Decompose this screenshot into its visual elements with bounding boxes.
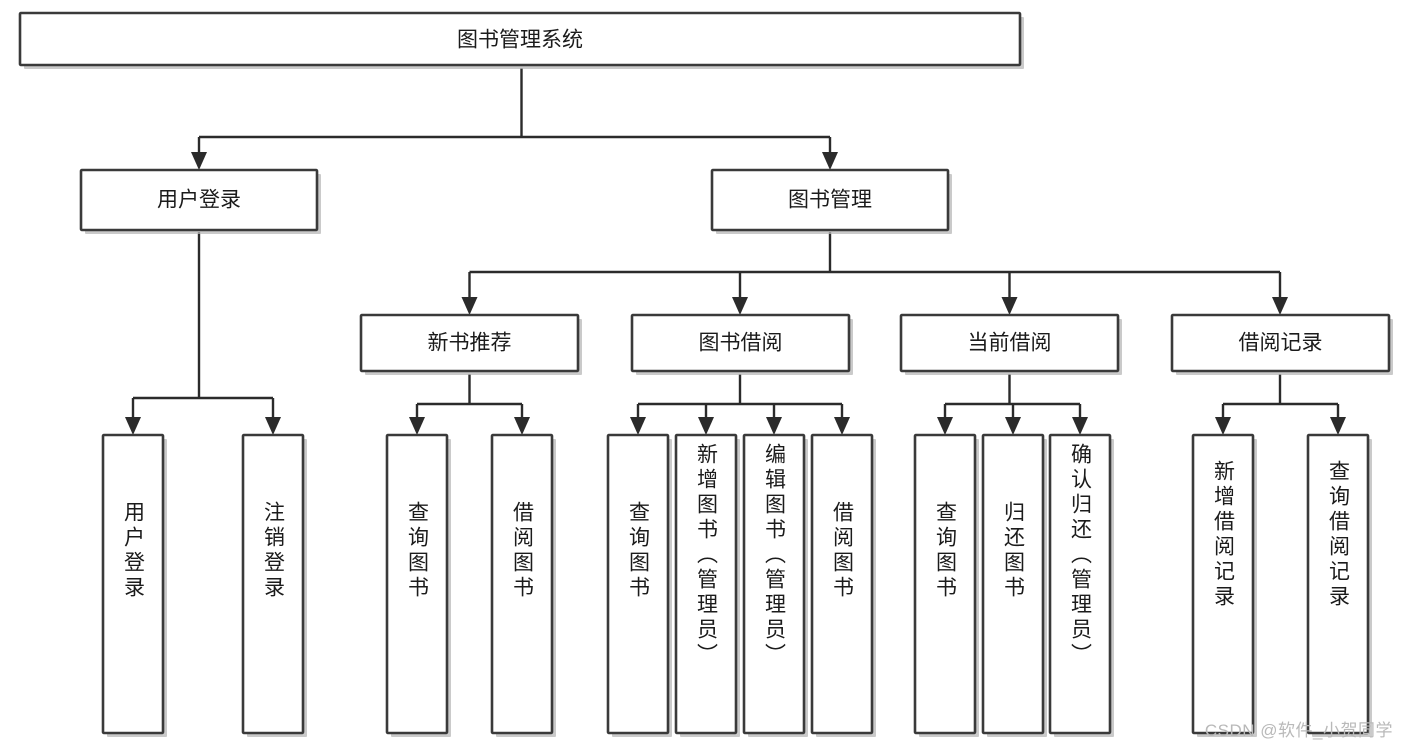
node-leaf6[interactable] <box>674 433 740 737</box>
node-records[interactable]: 借阅记录 <box>1170 313 1393 375</box>
arrowhead-leaf2 <box>265 417 281 435</box>
node-leaf13[interactable] <box>1306 433 1372 737</box>
node-leaf8[interactable] <box>810 433 876 737</box>
node-leaf10[interactable] <box>981 433 1047 737</box>
node-leaf12[interactable] <box>1191 433 1257 737</box>
node-leaf1[interactable] <box>101 433 167 737</box>
arrowhead-leaf9 <box>937 417 953 435</box>
node-leaf5[interactable] <box>606 433 672 737</box>
arrowhead-records <box>1272 297 1288 315</box>
arrowhead-login <box>191 152 207 170</box>
node-current-label: 当前借阅 <box>968 332 1052 355</box>
arrowhead-bookmgmt <box>822 152 838 170</box>
node-leaf7[interactable] <box>742 433 808 737</box>
node-login[interactable]: 用户登录 <box>79 168 321 234</box>
arrowhead-leaf5 <box>630 417 646 435</box>
arrowhead-leaf11 <box>1072 417 1088 435</box>
edges-layer <box>125 68 1346 435</box>
node-borrow[interactable]: 图书借阅 <box>630 313 853 375</box>
arrowhead-leaf8 <box>834 417 850 435</box>
node-newbook[interactable]: 新书推荐 <box>359 313 582 375</box>
arrowhead-newbook <box>461 297 478 315</box>
node-bookmgmt[interactable]: 图书管理 <box>710 168 952 234</box>
arrowhead-leaf13 <box>1330 417 1346 435</box>
node-leaf4[interactable] <box>490 433 556 737</box>
node-leaf9[interactable] <box>913 433 979 737</box>
arrowhead-leaf4 <box>514 417 530 435</box>
node-root-label: 图书管理系统 <box>457 29 583 52</box>
node-bookmgmt-label: 图书管理 <box>788 189 872 212</box>
node-current[interactable]: 当前借阅 <box>899 313 1122 375</box>
node-records-label: 借阅记录 <box>1239 332 1323 355</box>
nodes-layer: 图书管理系统 用户登录 图书管理 新书推荐 <box>18 11 1393 737</box>
arrowhead-leaf1 <box>125 417 141 435</box>
node-leaf11[interactable] <box>1048 433 1114 737</box>
csdn-watermark: CSDN @软件_小贺同学 <box>1204 721 1393 740</box>
node-login-label: 用户登录 <box>157 189 241 212</box>
arrowhead-leaf7 <box>766 417 782 435</box>
arrowhead-leaf10 <box>1005 417 1021 435</box>
node-root[interactable]: 图书管理系统 <box>18 11 1024 69</box>
arrowhead-leaf3 <box>409 417 425 435</box>
arrowhead-leaf12 <box>1215 417 1231 435</box>
node-leaf2[interactable] <box>241 433 307 737</box>
node-newbook-label: 新书推荐 <box>428 332 512 355</box>
arrowhead-borrow <box>732 297 748 315</box>
arrowhead-leaf6 <box>698 417 714 435</box>
node-leaf3[interactable] <box>385 433 451 737</box>
node-borrow-label: 图书借阅 <box>699 332 783 355</box>
arrowhead-current <box>1001 297 1018 315</box>
